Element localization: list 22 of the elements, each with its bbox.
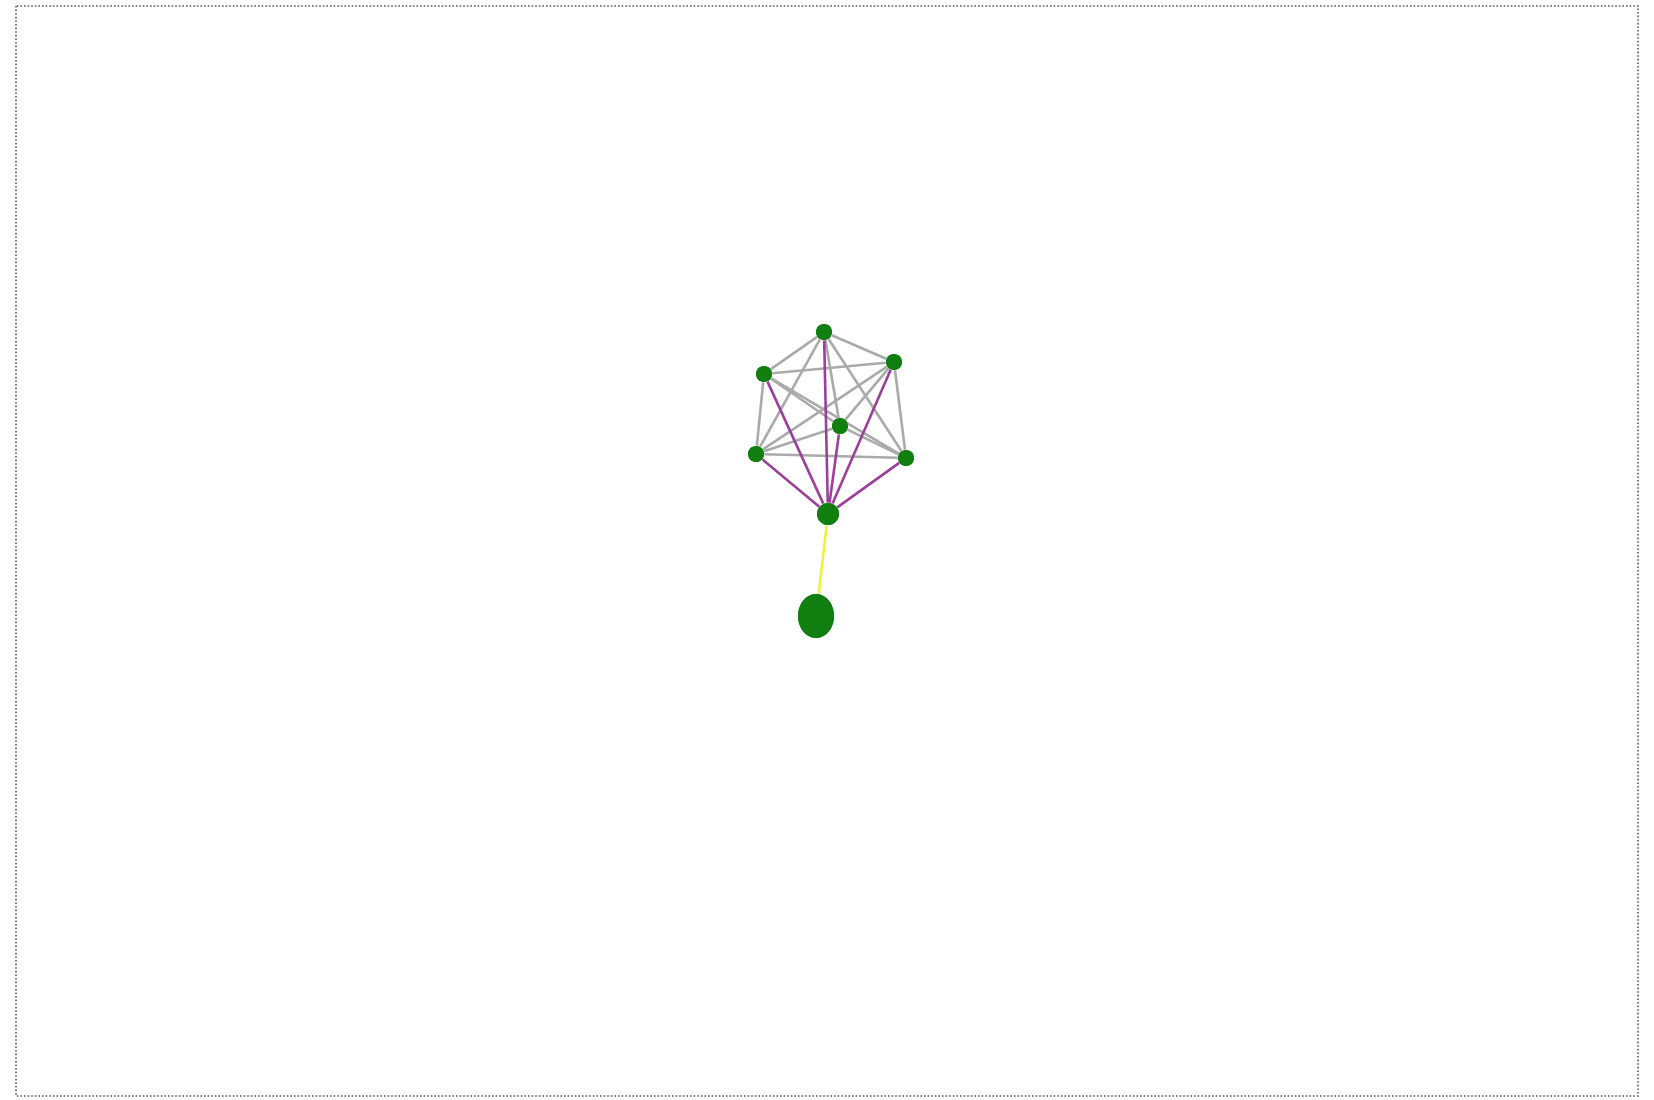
graph-edge xyxy=(761,458,821,508)
graph-edge xyxy=(828,434,841,503)
graph-edge xyxy=(758,338,822,448)
graph-edge xyxy=(831,334,887,360)
graph-edge xyxy=(766,381,825,505)
graph-edge xyxy=(763,427,833,453)
graph-edge xyxy=(764,452,898,460)
graph-edge xyxy=(772,361,886,375)
graph-edge xyxy=(836,461,900,509)
graph-edge xyxy=(831,369,892,505)
graph-edge xyxy=(762,365,888,451)
graph-edge xyxy=(770,377,834,423)
graph-edge xyxy=(847,428,899,456)
graph-edge xyxy=(770,377,900,455)
graph-edge xyxy=(893,370,907,450)
graph-edge xyxy=(817,525,828,594)
graph-edge xyxy=(824,340,840,418)
graph-edge xyxy=(755,382,765,446)
graph-edge xyxy=(844,367,890,421)
graph-edge xyxy=(770,335,818,371)
graph-edge xyxy=(827,338,903,452)
graph-edge xyxy=(822,340,830,503)
